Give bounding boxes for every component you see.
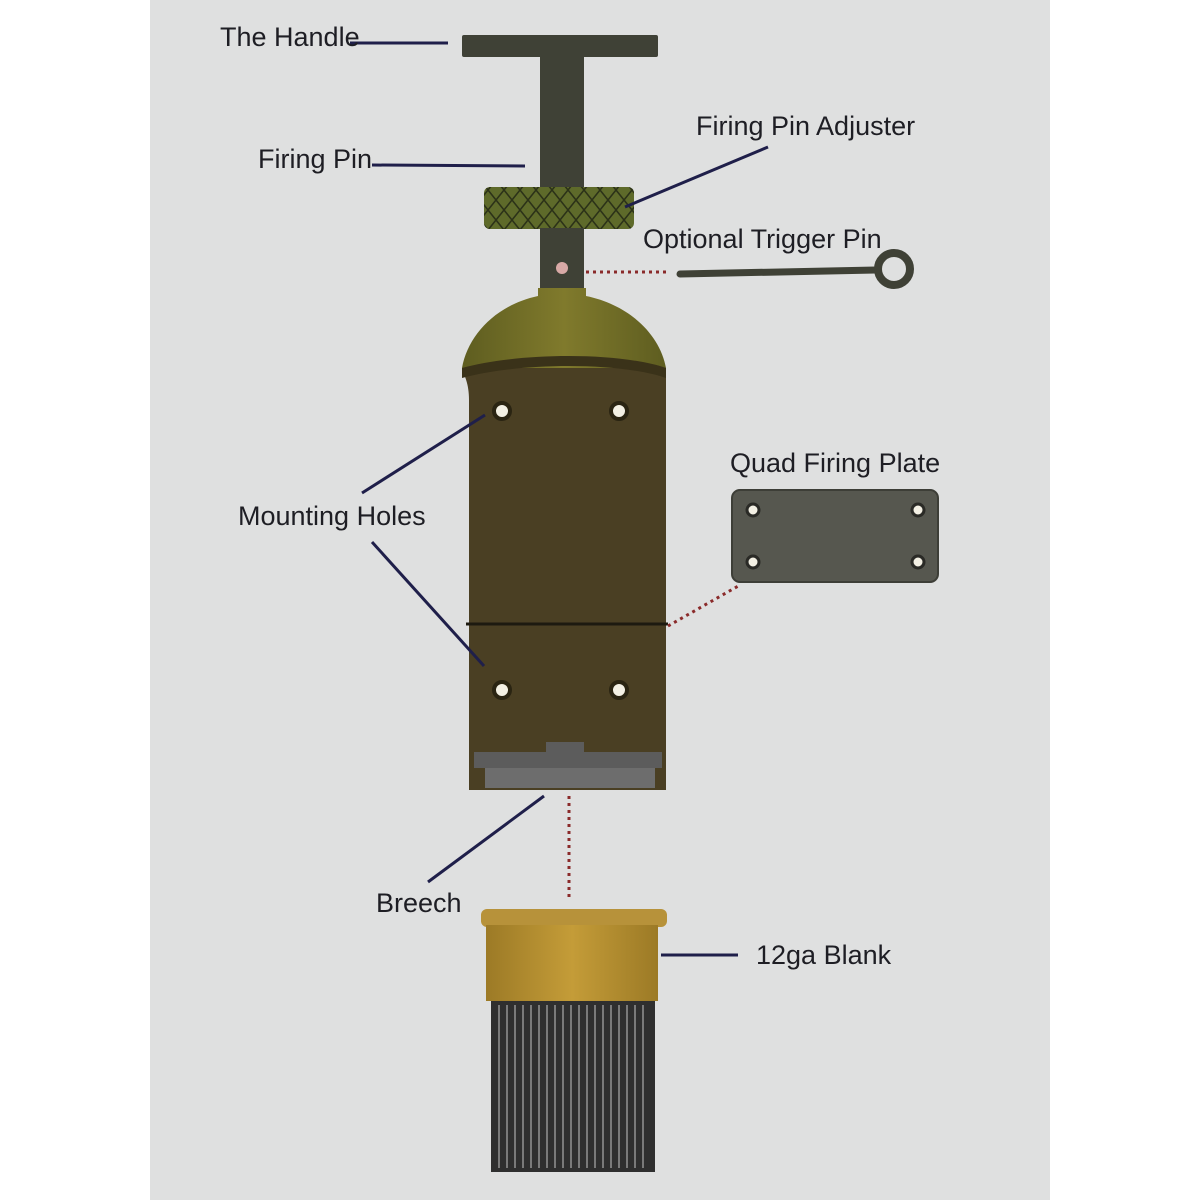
shotgun-blank bbox=[481, 909, 667, 1172]
trigger-pin-hole bbox=[556, 262, 568, 274]
optional-trigger-pin bbox=[676, 249, 914, 289]
label-quad-firing-plate: Quad Firing Plate bbox=[730, 448, 940, 478]
firing-pin-adjuster bbox=[484, 187, 634, 290]
label-mounting-holes: Mounting Holes bbox=[238, 501, 426, 531]
label-12ga-blank: 12ga Blank bbox=[756, 940, 892, 970]
label-firing-pin-adjuster: Firing Pin Adjuster bbox=[696, 111, 915, 141]
handle bbox=[462, 35, 658, 190]
leader-lines bbox=[350, 41, 769, 957]
mounting-hole bbox=[492, 401, 512, 421]
label-optional-trigger-pin: Optional Trigger Pin bbox=[643, 224, 882, 254]
main-body bbox=[462, 356, 668, 790]
mounting-hole bbox=[609, 680, 629, 700]
mounting-holes bbox=[492, 401, 629, 700]
breech bbox=[474, 742, 662, 788]
mounting-hole bbox=[492, 680, 512, 700]
label-breech: Breech bbox=[376, 888, 462, 918]
cap bbox=[462, 288, 666, 368]
dotted-connectors bbox=[567, 270, 741, 900]
label-firing-pin: Firing Pin bbox=[258, 144, 372, 174]
label-handle: The Handle bbox=[220, 22, 360, 52]
quad-firing-plate bbox=[731, 489, 939, 583]
mounting-hole bbox=[609, 401, 629, 421]
